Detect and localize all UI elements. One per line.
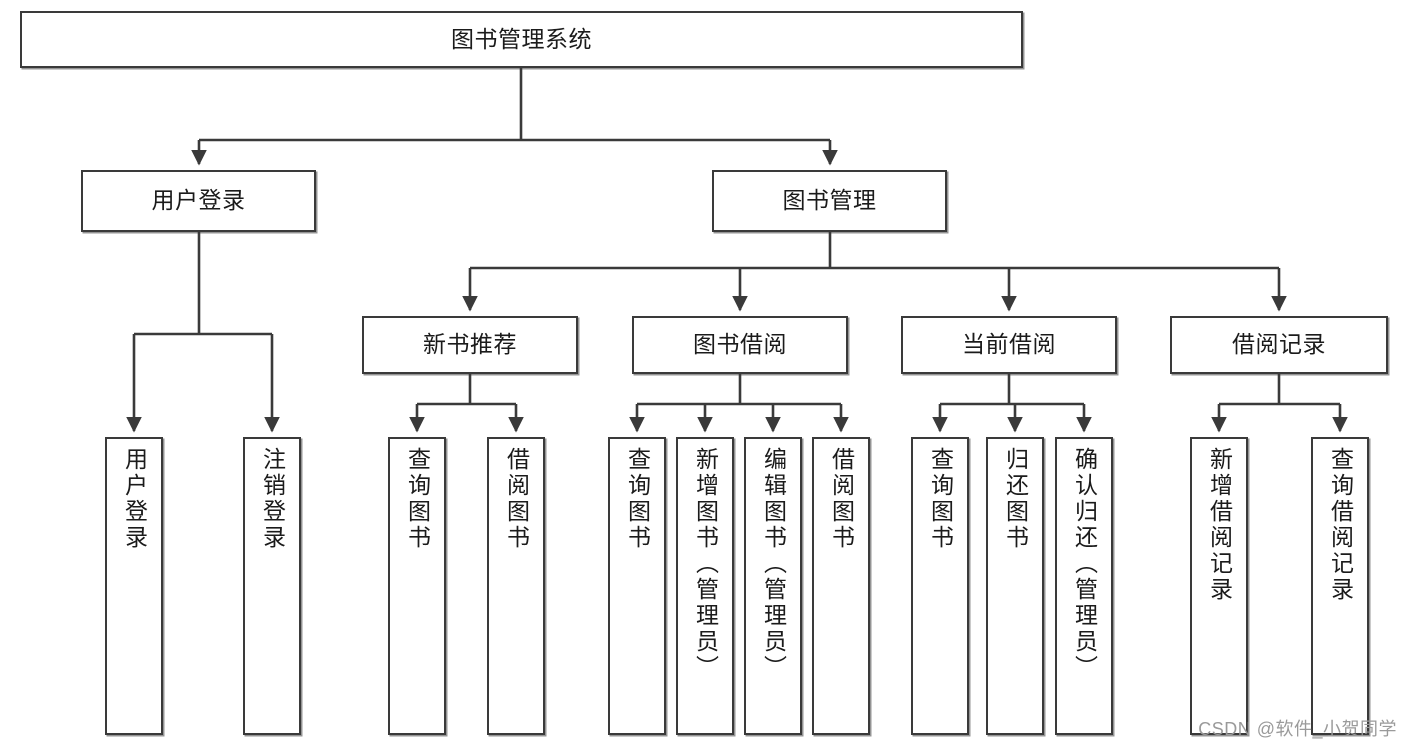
node-leaf-confirm-return[interactable]: 确认归还（管理员） — [1055, 437, 1113, 735]
node-book-borrow[interactable]: 图书借阅 — [632, 316, 848, 374]
node-leaf-borrow-book-rec[interactable]: 借阅图书 — [487, 437, 545, 735]
node-leaf-add-record[interactable]: 新增借阅记录 — [1190, 437, 1248, 735]
node-label: 查询图书 — [927, 447, 954, 551]
node-leaf-query-record[interactable]: 查询借阅记录 — [1311, 437, 1369, 735]
node-leaf-edit-book[interactable]: 编辑图书（管理员） — [744, 437, 802, 735]
node-label: 编辑图书（管理员） — [760, 447, 787, 681]
node-label: 借阅图书 — [828, 447, 855, 551]
node-label: 图书管理 — [782, 187, 877, 214]
node-label: 新书推荐 — [423, 331, 517, 358]
node-label: 查询图书 — [404, 447, 431, 551]
node-book-manage[interactable]: 图书管理 — [712, 170, 947, 232]
node-current-borrow[interactable]: 当前借阅 — [901, 316, 1117, 374]
node-leaf-return-book[interactable]: 归还图书 — [986, 437, 1044, 735]
node-leaf-add-book[interactable]: 新增图书（管理员） — [676, 437, 734, 735]
node-label: 确认归还（管理员） — [1071, 447, 1098, 681]
node-label: 图书管理系统 — [451, 25, 592, 52]
node-leaf-user-logout[interactable]: 注销登录 — [243, 437, 301, 735]
node-label: 借阅记录 — [1232, 331, 1326, 358]
node-root[interactable]: 图书管理系统 — [20, 11, 1023, 68]
node-label: 查询图书 — [624, 447, 651, 551]
node-user-login[interactable]: 用户登录 — [81, 170, 316, 232]
node-leaf-query-book-rec[interactable]: 查询图书 — [388, 437, 446, 735]
node-label: 用户登录 — [151, 187, 246, 214]
node-leaf-borrow-book[interactable]: 借阅图书 — [812, 437, 870, 735]
node-label: 归还图书 — [1002, 447, 1029, 551]
node-label: 查询借阅记录 — [1327, 447, 1354, 603]
node-label: 注销登录 — [259, 447, 286, 551]
node-label: 新增借阅记录 — [1206, 447, 1233, 603]
node-new-book-rec[interactable]: 新书推荐 — [362, 316, 578, 374]
node-leaf-query-book-current[interactable]: 查询图书 — [911, 437, 969, 735]
node-label: 新增图书（管理员） — [692, 447, 719, 681]
node-label: 当前借阅 — [962, 331, 1056, 358]
node-borrow-record[interactable]: 借阅记录 — [1170, 316, 1388, 374]
node-label: 借阅图书 — [503, 447, 530, 551]
node-label: 图书借阅 — [693, 331, 787, 358]
node-label: 用户登录 — [121, 447, 148, 551]
node-leaf-user-login[interactable]: 用户登录 — [105, 437, 163, 735]
node-leaf-query-book-borrow[interactable]: 查询图书 — [608, 437, 666, 735]
